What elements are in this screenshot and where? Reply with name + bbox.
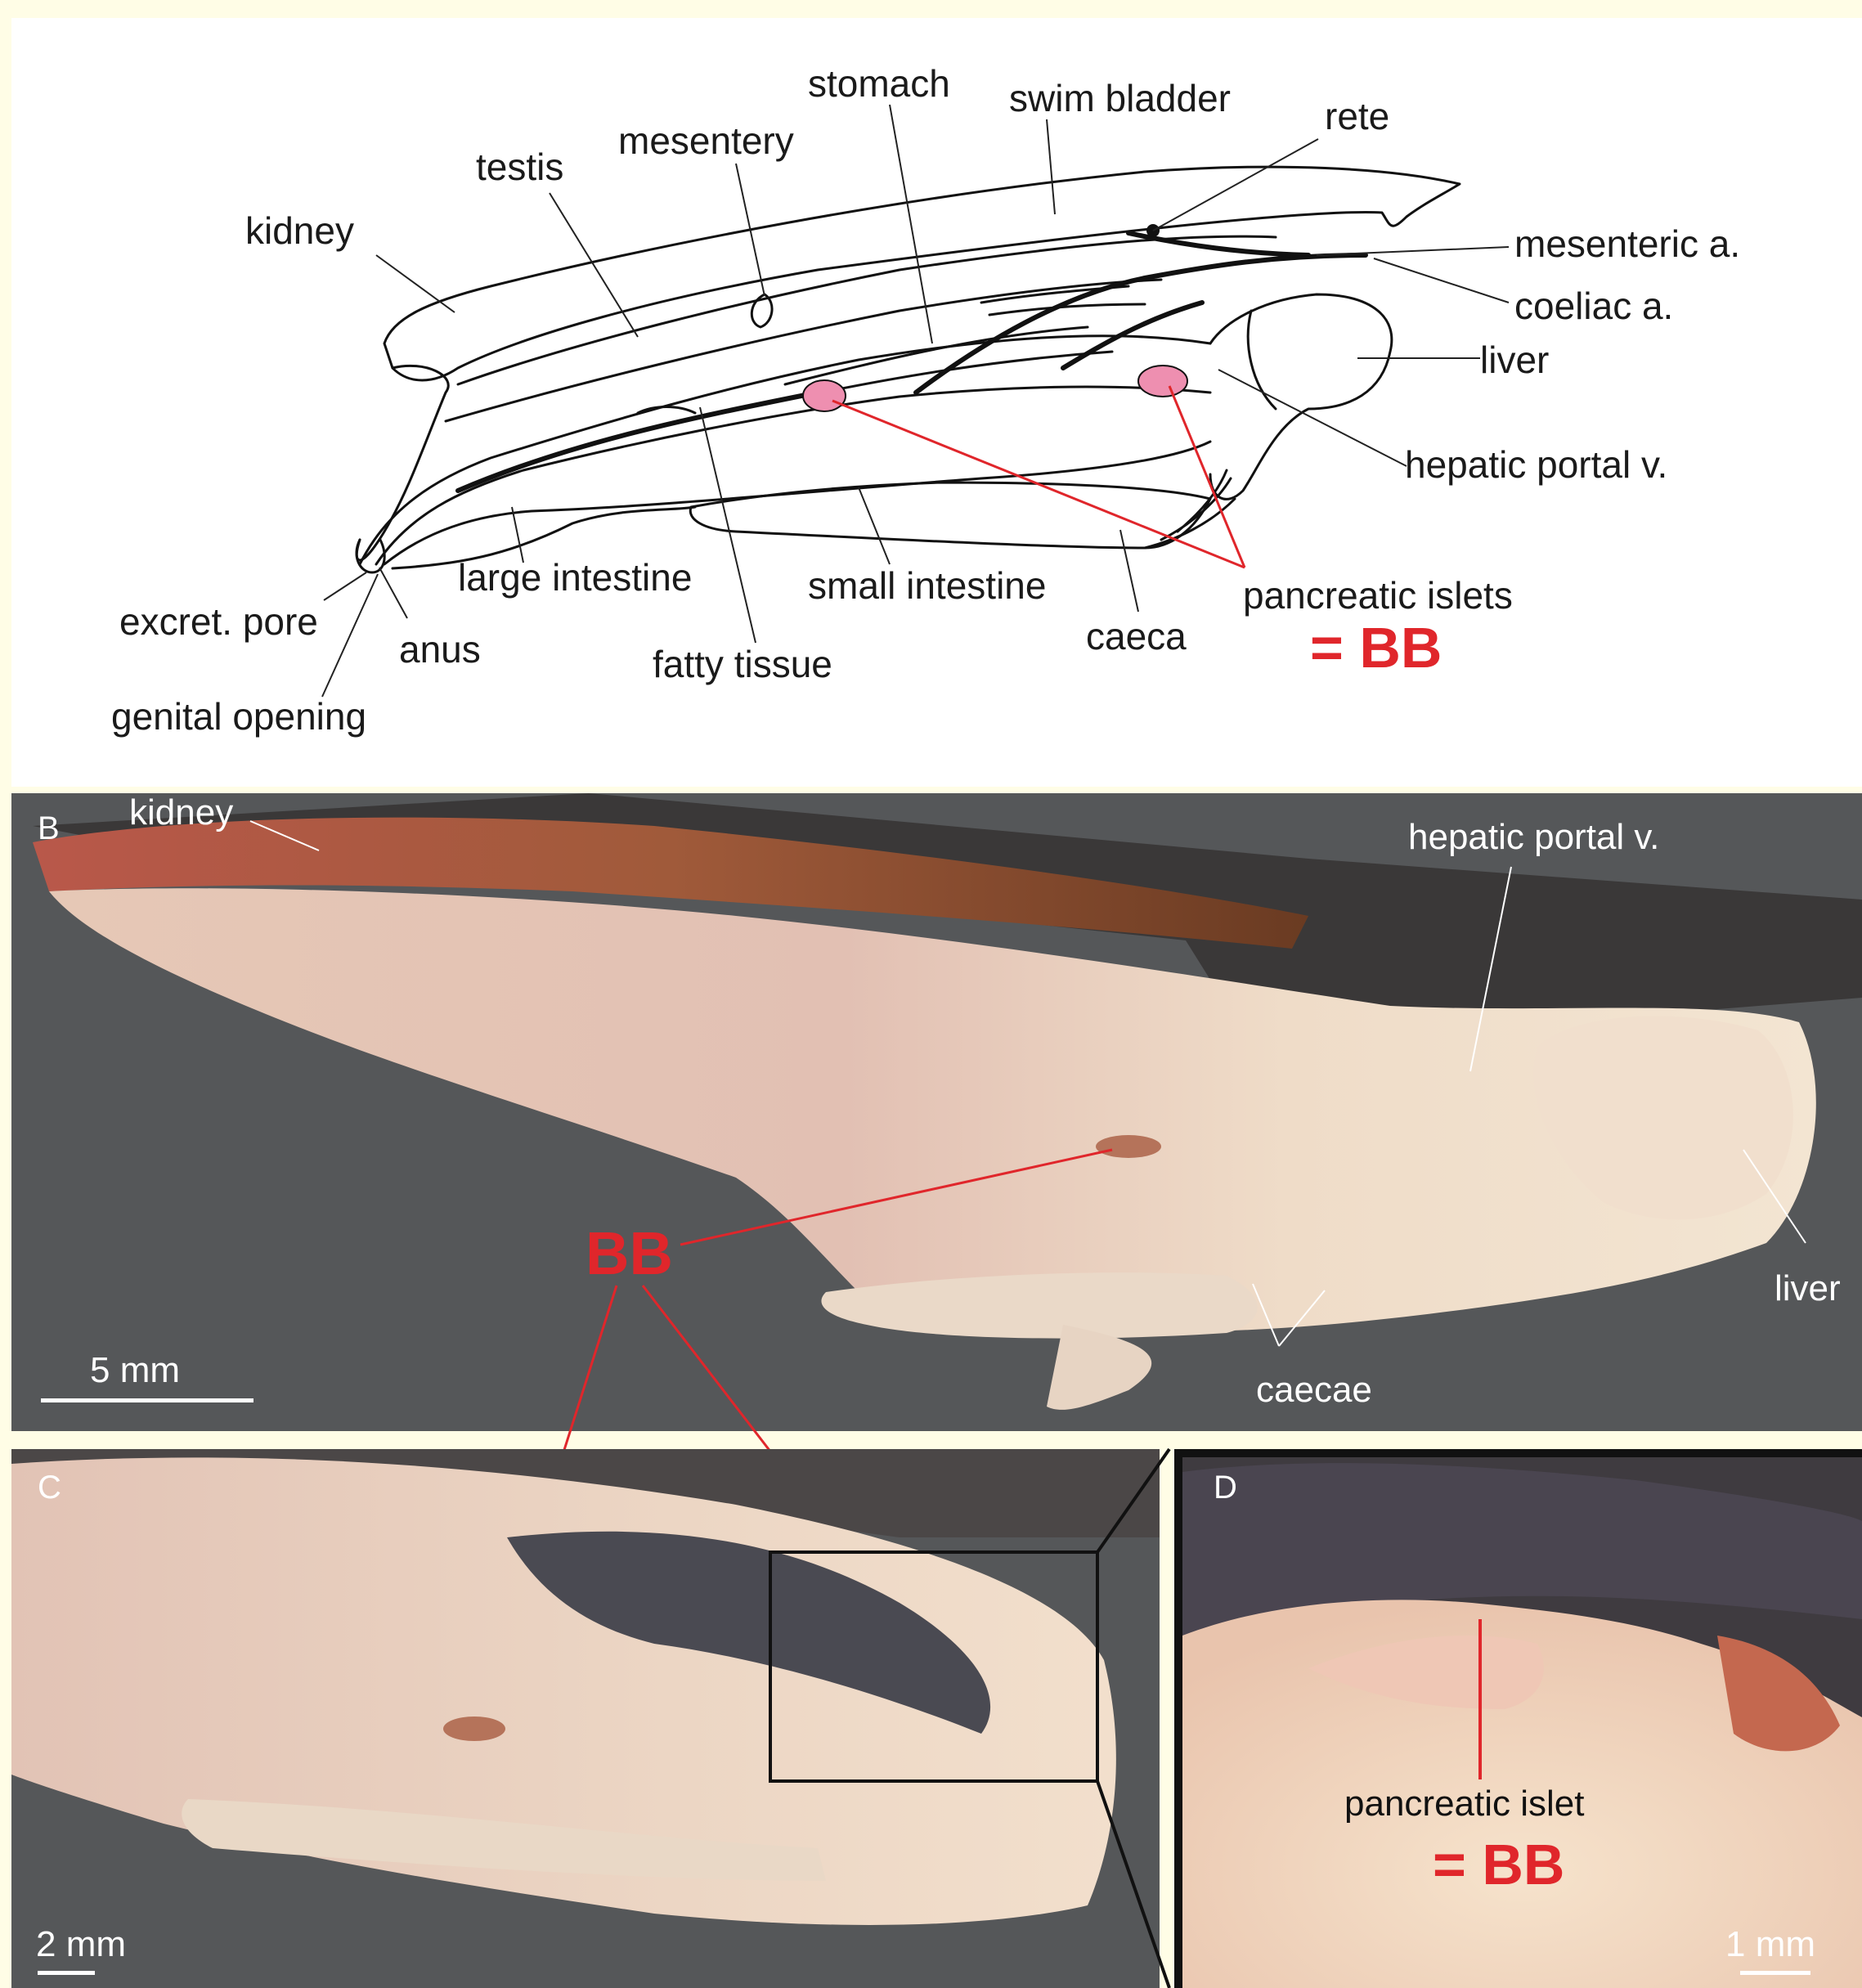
label-equals-bb: = BB [1310,616,1442,680]
panel-d: D pancreatic islet = BB 1 mm [1174,1449,1862,1988]
panel-d-label-equals-bb: = BB [1433,1833,1564,1896]
panel-d-label-pancreatic-islet: pancreatic islet [1344,1784,1584,1824]
label-anus: anus [399,628,481,671]
panel-b-bb-islet [1096,1135,1161,1158]
panel-b-label-hepatic-portal-v: hepatic portal v. [1408,817,1659,857]
label-small-intestine: small intestine [808,564,1046,607]
label-pancreatic-islets: pancreatic islets [1243,574,1513,617]
panel-a-background [11,18,1862,787]
panel-c-bb-islet [443,1717,505,1741]
panel-c: C 2 mm [11,1449,1169,1988]
pancreatic-islet-2 [1138,366,1187,397]
label-hepatic-portal-v: hepatic portal v. [1405,443,1667,486]
panel-b-label-kidney: kidney [129,792,233,832]
label-genital-opening: genital opening [111,695,366,738]
panel-b-label-liver: liver [1775,1268,1841,1308]
label-rete: rete [1325,95,1389,137]
panel-d-scale-label: 1 mm [1725,1924,1815,1964]
panel-b-scale-bar [41,1398,254,1402]
label-fatty-tissue: fatty tissue [653,643,832,685]
label-testis: testis [476,146,563,188]
panel-c-scale-label: 2 mm [36,1924,126,1964]
label-mesenteric-a: mesenteric a. [1514,222,1740,265]
label-swim-bladder: swim bladder [1009,77,1231,119]
label-large-intestine: large intestine [458,556,692,599]
label-mesentery: mesentery [618,119,794,162]
panel-b-label-bb: BB [586,1219,673,1287]
label-excret-pore: excret. pore [119,600,318,643]
label-liver: liver [1480,339,1549,381]
panel-c-letter: C [38,1470,61,1506]
pancreatic-islet-1 [803,380,846,411]
panel-b-letter: B [38,810,60,846]
label-caeca: caeca [1086,615,1187,657]
panel-b-scale-label: 5 mm [90,1350,180,1390]
panel-d-scale-bar [1740,1971,1810,1975]
label-kidney: kidney [245,209,354,252]
panel-c-scale-bar [38,1971,95,1975]
label-stomach: stomach [808,62,950,105]
panel-d-letter: D [1214,1470,1237,1506]
label-coeliac-a: coeliac a. [1514,285,1673,327]
panel-b-label-caecae: caecae [1256,1370,1372,1410]
